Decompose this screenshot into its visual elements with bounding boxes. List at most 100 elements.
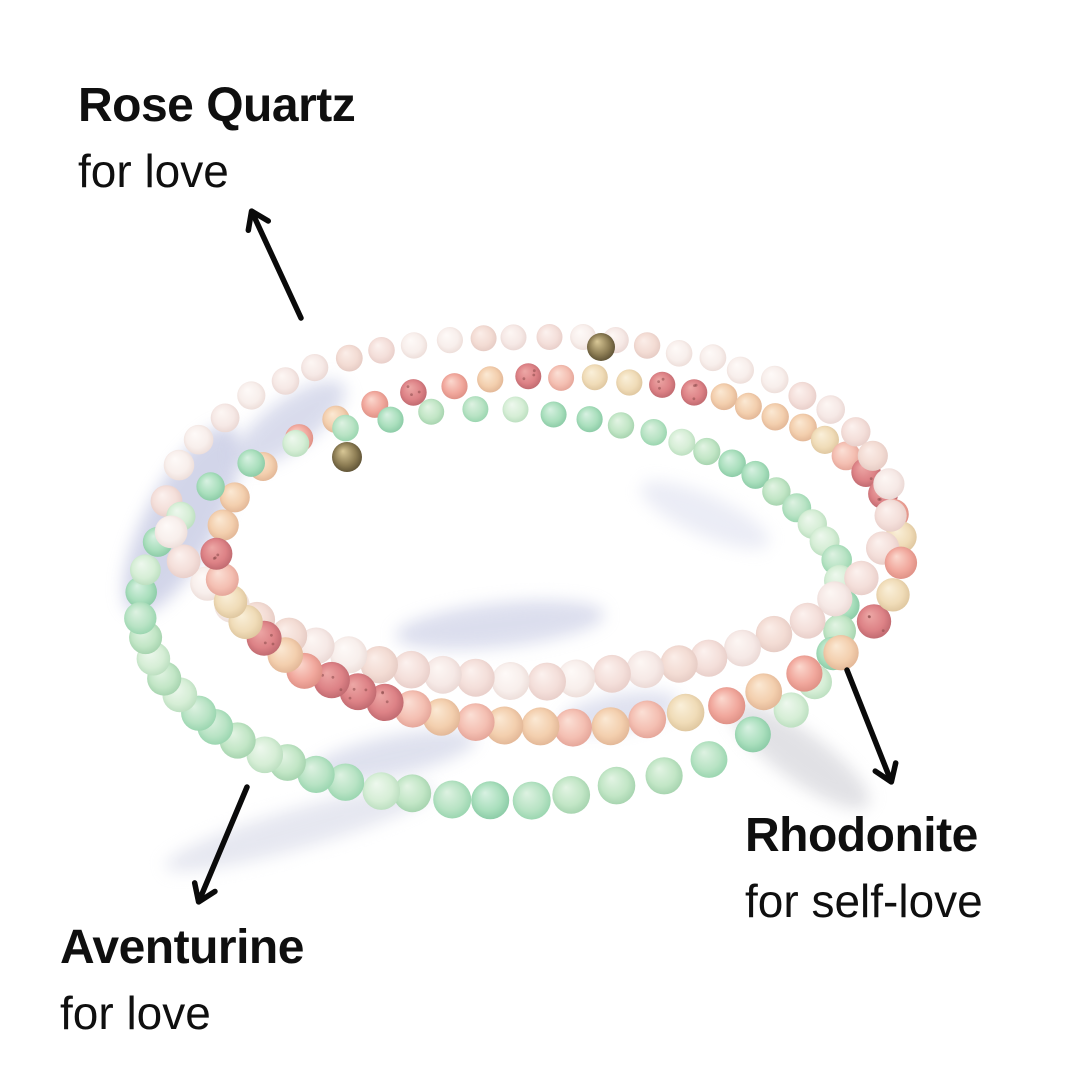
aventurine-bead bbox=[640, 419, 667, 446]
rose-quartz-bead bbox=[755, 615, 793, 653]
white-front-beads bbox=[154, 499, 907, 701]
speckle bbox=[693, 384, 696, 387]
rose-quartz-bead bbox=[436, 327, 463, 354]
rose-quartz-bead bbox=[844, 560, 879, 596]
rose-quartz-bead bbox=[360, 646, 398, 684]
metal-spacer-bead bbox=[332, 442, 362, 472]
speckle bbox=[657, 380, 660, 383]
speckle bbox=[364, 688, 368, 692]
gem-meaning: for self-love bbox=[745, 875, 983, 928]
aventurine-bead bbox=[237, 449, 265, 477]
gem-name: Rhodonite bbox=[745, 809, 978, 862]
metal-spacer-bead bbox=[587, 333, 615, 361]
rhodonite-bead bbox=[761, 403, 789, 431]
rhodonite-bead bbox=[205, 562, 239, 596]
aventurine-bead bbox=[690, 741, 728, 778]
rhodonite-bead bbox=[554, 708, 592, 747]
rose-quartz-bead bbox=[154, 515, 188, 549]
aventurine-bead bbox=[377, 406, 404, 433]
rose-quartz-bead bbox=[724, 629, 761, 667]
rhodonite-bead bbox=[581, 364, 608, 391]
aventurine-bead bbox=[196, 472, 225, 501]
rhodonite-bead bbox=[521, 707, 560, 746]
speckle bbox=[352, 687, 356, 691]
speckle bbox=[522, 377, 526, 381]
rose-quartz-bead bbox=[633, 332, 661, 359]
rose-quartz-bead bbox=[335, 344, 363, 372]
aventurine-bead bbox=[332, 414, 359, 442]
speckle bbox=[410, 393, 413, 396]
rhodonite-bead bbox=[515, 363, 542, 390]
rhodonite-bead bbox=[628, 700, 667, 739]
rose-quartz-bead bbox=[857, 440, 888, 471]
green-visible-beads bbox=[124, 602, 636, 820]
speckle bbox=[381, 691, 384, 695]
speckle bbox=[385, 700, 389, 704]
shadow bbox=[395, 600, 605, 650]
aventurine-bead bbox=[607, 412, 635, 439]
rhodonite-bead bbox=[456, 703, 495, 741]
rhodonite-bead bbox=[786, 655, 823, 692]
speckle bbox=[348, 696, 352, 700]
rhodonite-bead bbox=[680, 379, 708, 406]
rhodonite-bead bbox=[200, 537, 233, 570]
rhodonite-bead bbox=[394, 690, 432, 728]
speckle bbox=[406, 385, 410, 388]
aventurine-bead bbox=[433, 780, 472, 819]
rhodonite-bead bbox=[422, 698, 461, 736]
rose-quartz-bead bbox=[557, 659, 596, 698]
aventurine-bead bbox=[393, 774, 432, 813]
speckle bbox=[869, 477, 873, 480]
rose-quartz-bead bbox=[301, 354, 329, 382]
speckle bbox=[881, 629, 885, 632]
aventurine-bead bbox=[246, 736, 284, 774]
pink-front-beads bbox=[200, 537, 918, 747]
rhodonite-bead bbox=[591, 707, 630, 746]
speckle bbox=[867, 615, 871, 618]
rose-quartz-bead bbox=[210, 403, 240, 433]
aventurine-bead bbox=[297, 755, 335, 794]
shadow bbox=[640, 481, 770, 549]
rhodonite-bead bbox=[649, 371, 676, 398]
rose-quartz-bead bbox=[841, 417, 871, 447]
rhodonite-bead bbox=[831, 441, 861, 471]
aventurine-bead bbox=[576, 406, 603, 433]
label-rhodonite: Rhodonite for self-love bbox=[745, 802, 983, 934]
aventurine-bead bbox=[326, 763, 365, 801]
rhodonite-bead bbox=[477, 366, 504, 393]
aventurine-bead bbox=[645, 757, 683, 795]
rose-quartz-bead bbox=[456, 658, 495, 697]
rose-quartz-bead bbox=[626, 650, 665, 689]
rose-quartz-bead bbox=[163, 449, 195, 481]
rose-quartz-bead bbox=[491, 662, 530, 700]
aventurine-bead bbox=[282, 429, 310, 457]
aventurine-bead bbox=[762, 477, 791, 506]
rose-quartz-bead bbox=[665, 340, 693, 367]
label-aventurine: Aventurine for love bbox=[60, 914, 304, 1046]
rose-quartz-bead bbox=[760, 365, 789, 394]
arrow-to-rose-quartz bbox=[245, 208, 304, 321]
shadow bbox=[234, 380, 346, 468]
rose-quartz-bead bbox=[690, 639, 728, 677]
label-rose-quartz: Rose Quartz for love bbox=[78, 72, 356, 204]
gem-meaning: for love bbox=[60, 987, 211, 1040]
speckle bbox=[271, 642, 275, 646]
rhodonite-bead bbox=[823, 635, 859, 671]
speckle bbox=[532, 373, 536, 377]
rhodonite-bead bbox=[666, 693, 705, 732]
speckle bbox=[661, 377, 665, 381]
aventurine-bead bbox=[418, 398, 445, 425]
aventurine-bead bbox=[502, 396, 529, 423]
rose-quartz-bead bbox=[873, 468, 905, 500]
aventurine-bead bbox=[668, 428, 696, 456]
rhodonite-bead bbox=[876, 578, 910, 612]
speckle bbox=[212, 557, 216, 560]
aventurine-bead bbox=[693, 437, 721, 466]
rhodonite-bead bbox=[884, 546, 918, 579]
speckle bbox=[658, 386, 661, 390]
aventurine-bead bbox=[512, 781, 551, 820]
rhodonite-bead bbox=[745, 673, 783, 711]
rose-quartz-bead bbox=[470, 325, 497, 352]
speckle bbox=[216, 553, 220, 557]
